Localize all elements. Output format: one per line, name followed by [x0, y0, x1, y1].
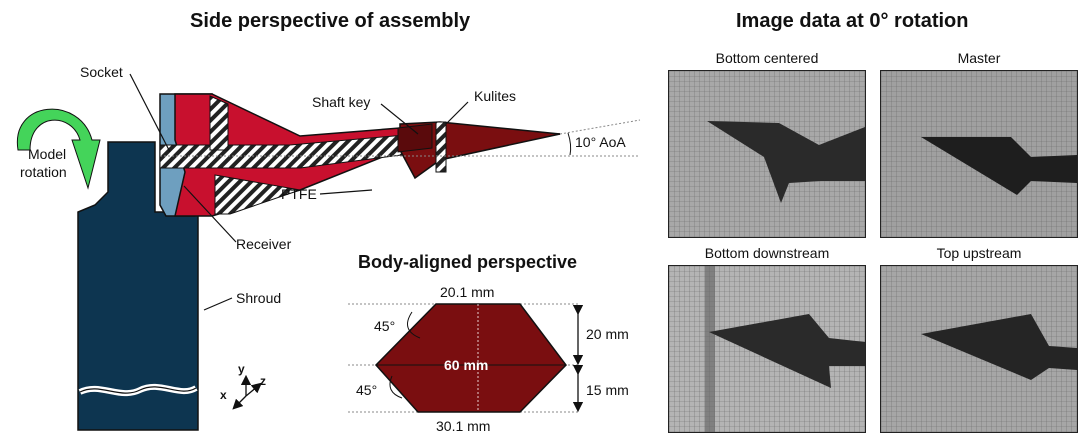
caption-bottom-centered: Bottom centered: [715, 50, 819, 66]
image-data-title: Image data at 0° rotation: [736, 10, 969, 32]
upper-height-label: 20 mm: [586, 326, 629, 342]
axis-x-label: x: [220, 388, 227, 402]
model-rotation-label-2: rotation: [20, 164, 67, 180]
model-body: [159, 93, 561, 217]
receiver-label: Receiver: [236, 236, 292, 252]
angle-bottom-label: 45°: [356, 382, 378, 398]
model-rotation-arrow: [16, 108, 101, 190]
kulites-label: Kulites: [474, 88, 517, 104]
body-cross-section: [348, 303, 584, 413]
mid-width-label: 60 mm: [444, 357, 489, 373]
socket-label: Socket: [80, 64, 123, 80]
shaft-key-label: Shaft key: [312, 94, 371, 110]
aoa-label: 10° AoA: [575, 134, 626, 150]
top-width-label: 20.1 mm: [440, 284, 495, 300]
image-top-upstream: [880, 265, 1078, 433]
image-master: [880, 70, 1078, 238]
bottom-width-label: 30.1 mm: [436, 418, 491, 434]
ptfe-label: PTFE: [281, 186, 317, 202]
model-rotation-label-1: Model: [28, 146, 67, 162]
caption-master: Master: [957, 50, 1001, 66]
shroud-label: Shroud: [236, 290, 282, 306]
lower-height-label: 15 mm: [586, 382, 629, 398]
body-aligned-title: Body-aligned perspective: [358, 252, 578, 272]
axis-triad: [232, 374, 262, 410]
caption-top-upstream: Top upstream: [936, 245, 1022, 261]
caption-bottom-downstream: Bottom downstream: [704, 245, 830, 261]
image-bottom-downstream: [668, 265, 866, 433]
axis-y-label: y: [238, 362, 245, 376]
angle-top-label: 45°: [374, 318, 396, 334]
image-bottom-centered: [668, 70, 866, 238]
side-perspective-title: Side perspective of assembly: [190, 10, 471, 32]
axis-z-label: z: [260, 374, 266, 388]
